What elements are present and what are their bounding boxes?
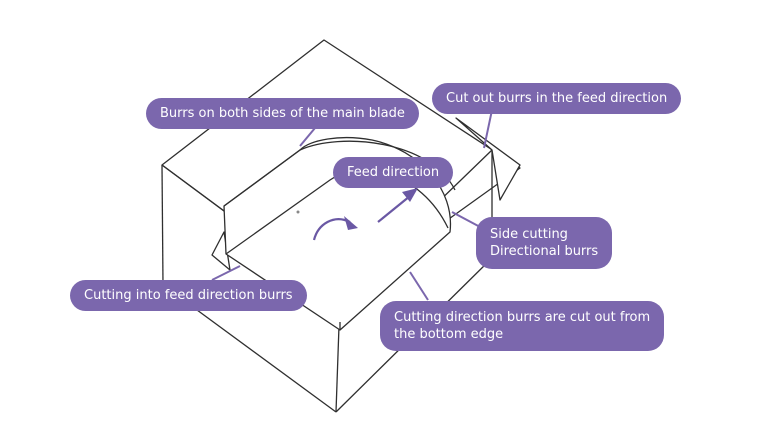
leader-cut-out-feed	[483, 109, 493, 149]
feed-direction-arrowhead	[402, 188, 418, 202]
callout-cut-out-feed: Cut out burrs in the feed direction	[432, 83, 682, 114]
rotation-arrowhead	[344, 216, 358, 230]
feed-direction-arrow	[377, 195, 411, 223]
callout-bottom-edge-line1: Cutting direction burrs are cut out from	[394, 310, 651, 325]
callout-cutting-into-feed-text: Cutting into feed direction burrs	[84, 288, 293, 303]
callout-cut-out-feed-text: Cut out burrs in the feed direction	[446, 91, 668, 106]
block-left-edge	[161, 164, 164, 286]
callout-burrs-both-sides-text: Burrs on both sides of the main blade	[160, 106, 405, 121]
callout-feed-direction: Feed direction	[333, 157, 454, 188]
callout-feed-direction-text: Feed direction	[347, 165, 440, 180]
callout-side-cutting-line1: Side cutting	[490, 227, 568, 242]
callout-cutting-into-feed: Cutting into feed direction burrs	[70, 280, 307, 311]
leader-bottom-edge	[409, 271, 429, 301]
leader-cutting-into-feed	[211, 265, 241, 281]
burr-tab-right	[455, 117, 521, 201]
callout-burrs-both-sides: Burrs on both sides of the main blade	[146, 98, 419, 129]
callout-side-cutting-line2: Directional burrs	[490, 244, 599, 259]
callout-side-cutting: Side cutting Directional burrs	[476, 217, 613, 269]
pocket-left-wall	[223, 149, 301, 207]
callout-bottom-edge: Cutting direction burrs are cut out from…	[380, 301, 665, 351]
surface-mark	[296, 210, 300, 214]
callout-bottom-edge-line2: the bottom edge	[394, 327, 504, 342]
